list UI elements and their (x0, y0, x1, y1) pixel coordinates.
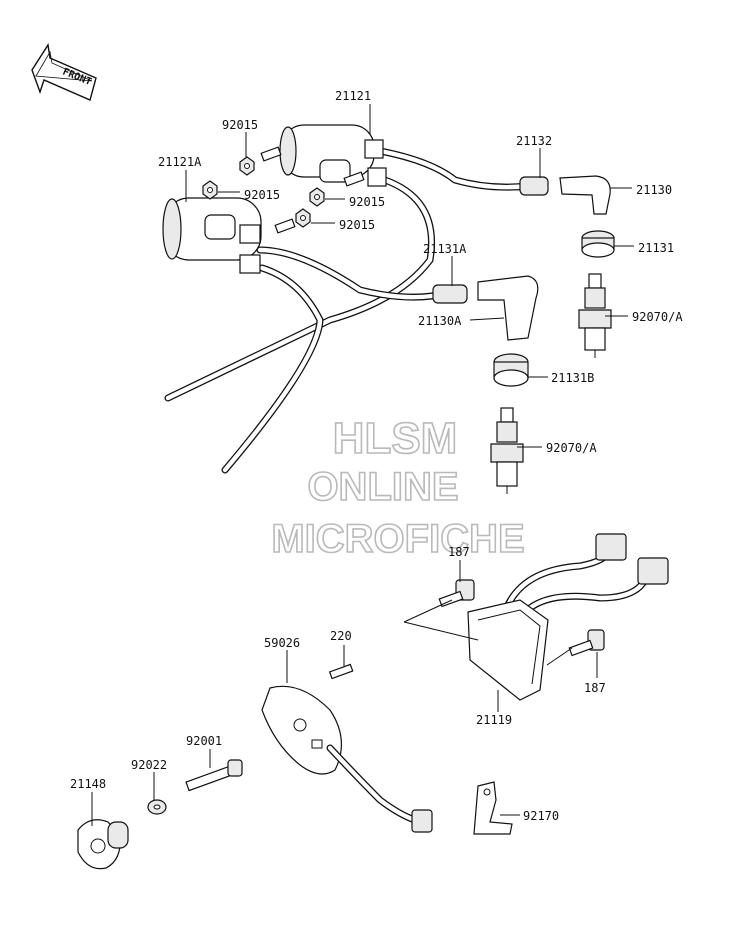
watermark-line1: HLSM (333, 414, 458, 463)
ignition-coil-lower (162, 197, 262, 274)
label-59026: 59026 (264, 636, 300, 650)
label-92015-2: 92015 (244, 188, 280, 202)
label-21121: 21121 (335, 89, 371, 103)
front-arrow-icon: FRONT (31, 43, 97, 101)
spark-plug-upper (578, 273, 612, 358)
nut-92015-set (202, 146, 365, 234)
label-21148: 21148 (70, 777, 106, 791)
high-tension-cables (164, 146, 532, 474)
label-21132: 21132 (516, 134, 552, 148)
label-92001: 92001 (186, 734, 222, 748)
plug-cap-21130 (519, 175, 611, 215)
leader-lines (91, 104, 634, 826)
label-187-2: 187 (584, 681, 606, 695)
label-21130: 21130 (636, 183, 672, 197)
part-labels: 21121 92015 21121A 92015 92015 92015 211… (70, 89, 683, 823)
label-21119: 21119 (476, 713, 512, 727)
label-187-1: 187 (448, 545, 470, 559)
pickup-plate-59026 (261, 685, 433, 833)
bolt-187-set (438, 579, 605, 657)
seal-21131 (581, 230, 615, 258)
bolt-92001 (185, 759, 243, 792)
label-92070A-1: 92070/A (632, 310, 683, 324)
ic-igniter-21119 (467, 533, 669, 701)
watermark-line2: ONLINE (307, 465, 458, 509)
label-92170: 92170 (523, 809, 559, 823)
label-92070A-2: 92070/A (546, 441, 597, 455)
ignition-coil-upper (279, 124, 387, 187)
label-21131A: 21131A (423, 242, 467, 256)
label-220: 220 (330, 629, 352, 643)
seal-21131B (493, 353, 529, 387)
plug-cap-21130A (432, 275, 539, 341)
washer-92022 (147, 799, 167, 815)
label-92015-4: 92015 (339, 218, 375, 232)
bracket-92170 (473, 781, 513, 835)
label-21131: 21131 (638, 241, 674, 255)
label-21131B: 21131B (551, 371, 594, 385)
timing-rotor-21148 (77, 819, 129, 870)
label-92015-3: 92015 (349, 195, 385, 209)
screw-220 (328, 663, 354, 680)
label-21130A: 21130A (418, 314, 462, 328)
label-92022: 92022 (131, 758, 167, 772)
watermark-line3: MICROFICHE (271, 517, 524, 561)
label-21121A: 21121A (158, 155, 202, 169)
spark-plug-lower (490, 407, 524, 494)
watermark: HLSM ONLINE MICROFICHE (271, 413, 526, 562)
label-92015-1: 92015 (222, 118, 258, 132)
